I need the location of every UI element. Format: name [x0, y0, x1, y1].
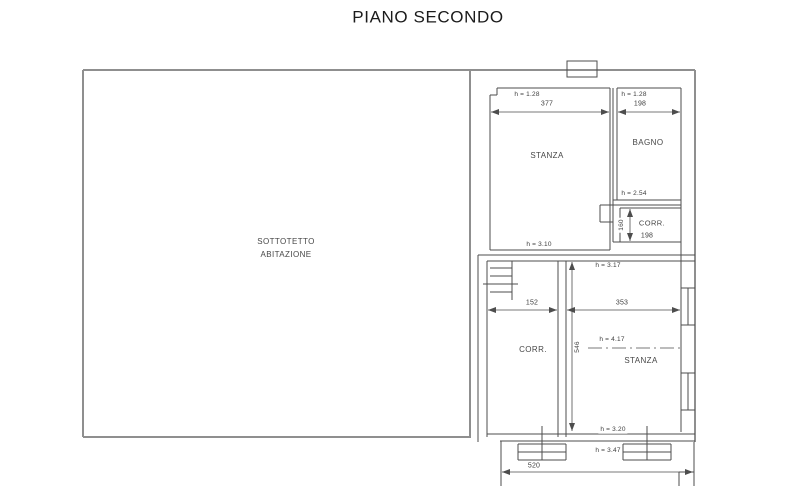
room-label-sottotetto-line2: ABITAZIONE — [260, 250, 312, 259]
dimension-stanza-low-depth: 546 — [573, 339, 582, 355]
dimension-stanza-top-width: 377 — [538, 100, 556, 108]
dimension-corr-top-width: 198 — [640, 232, 654, 240]
dimension-corr-low-width: 152 — [523, 299, 541, 307]
dimension-bagno-width: 198 — [631, 100, 649, 108]
page-title: PIANO SECONDO — [352, 7, 504, 27]
room-label-stanza-top: STANZA — [530, 151, 564, 160]
dimension-corr-top-depth: 160 — [617, 217, 626, 233]
room-label-corr-top: CORR. — [638, 218, 666, 228]
room-label-bagno: BAGNO — [632, 138, 664, 147]
height-note-stanza-top: h = 1.28 — [514, 90, 540, 98]
height-note-bagno: h = 1.28 — [621, 90, 647, 98]
height-note-stanza-low-bottom: h = 3.20 — [598, 425, 628, 434]
room-label-sottotetto-line1: SOTTOTETTO — [257, 237, 315, 246]
room-label-stanza-low: STANZA — [624, 356, 658, 365]
dimension-stanza-low-width: 353 — [613, 299, 631, 307]
height-note-balcony: h = 3.47 — [593, 446, 623, 455]
dimension-balcony-width: 520 — [525, 462, 543, 470]
height-note-stanza-top-bottom: h = 3.10 — [524, 240, 554, 249]
height-note-bagno-bottom: h = 2.54 — [619, 189, 649, 198]
height-note-stanza-low-mid: h = 4.17 — [597, 335, 627, 344]
height-note-stanza-low-top: h = 3.17 — [593, 261, 623, 270]
room-label-corr-low: CORR. — [519, 345, 547, 354]
